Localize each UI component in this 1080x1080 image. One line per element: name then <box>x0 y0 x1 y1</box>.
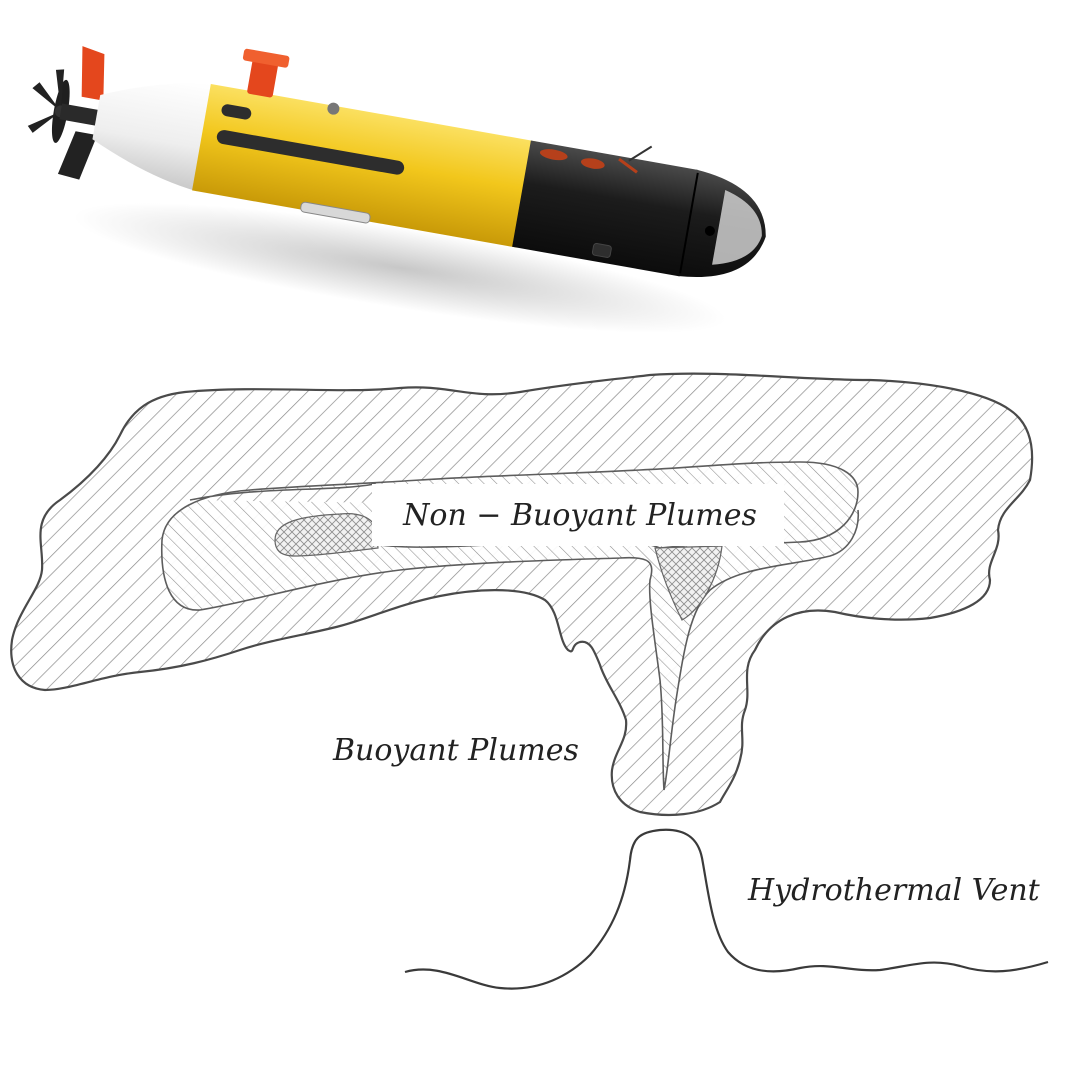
buoyant-plumes-label: Buoyant Plumes <box>332 733 579 768</box>
auv-icon <box>27 46 766 334</box>
non-buoyant-label-box <box>372 484 784 546</box>
non-buoyant-plumes-label: Non − Buoyant Plumes <box>402 498 757 533</box>
plume-dense-pocket-center <box>654 545 723 621</box>
hydrothermal-vent-label: Hydrothermal Vent <box>747 873 1041 908</box>
hydrothermal-vent-profile <box>404 828 1049 990</box>
